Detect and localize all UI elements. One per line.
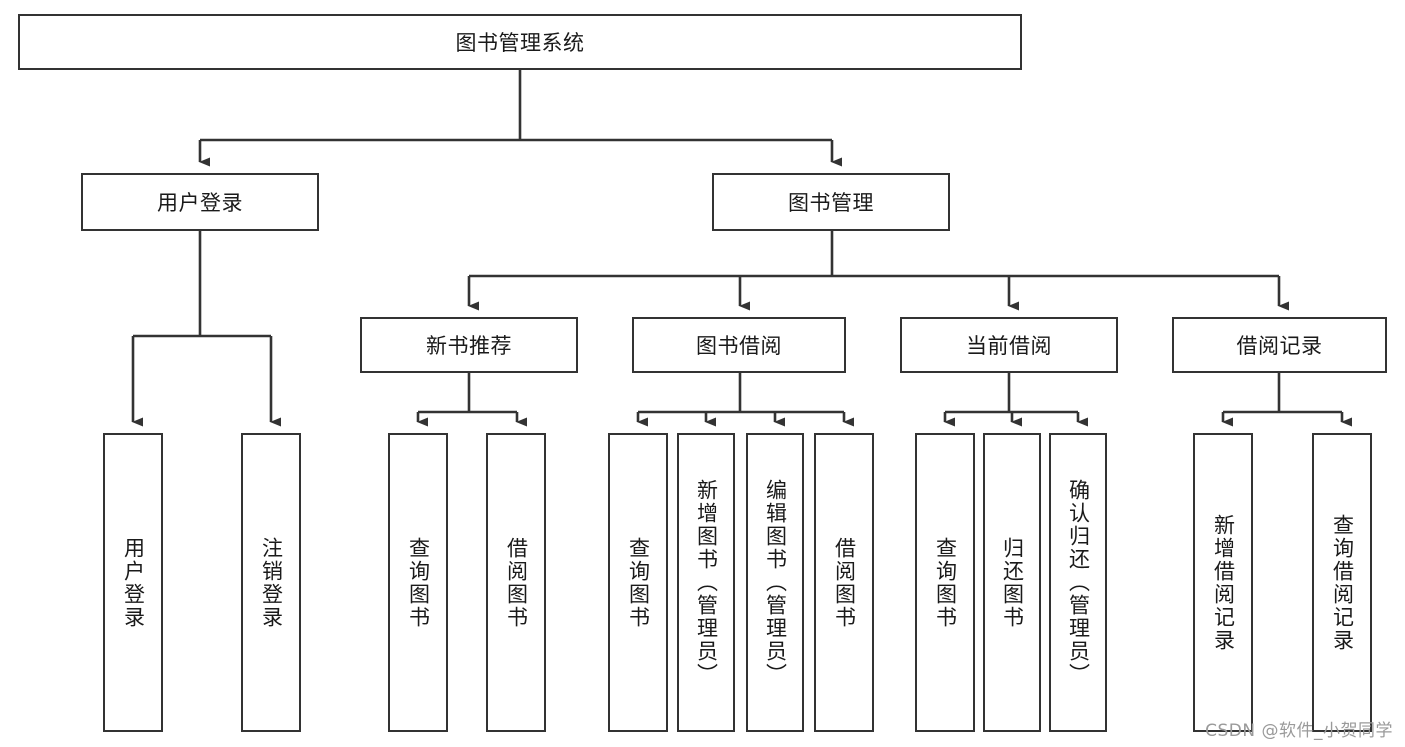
- node-current-borrow[interactable]: 当前借阅: [900, 317, 1118, 373]
- node-label: 查询图书: [933, 536, 958, 629]
- node-borrow-record[interactable]: 借阅记录: [1172, 317, 1387, 373]
- node-label: 确认归还（管理员）: [1066, 479, 1091, 686]
- node-leaf-confirm-return-admin[interactable]: 确认归还（管理员）: [1049, 433, 1107, 732]
- node-label: 归还图书: [1000, 536, 1025, 629]
- node-leaf-query-book-3[interactable]: 查询图书: [915, 433, 975, 732]
- node-leaf-edit-book-admin[interactable]: 编辑图书（管理员）: [746, 433, 804, 732]
- node-leaf-add-book-admin[interactable]: 新增图书（管理员）: [677, 433, 735, 732]
- node-leaf-return-book[interactable]: 归还图书: [983, 433, 1041, 732]
- node-label: 新增借阅记录: [1211, 513, 1236, 652]
- node-label: 新书推荐: [426, 334, 512, 358]
- node-label: 注销登录: [259, 536, 284, 629]
- node-label: 新增图书（管理员）: [694, 479, 719, 686]
- node-leaf-borrow-book-1[interactable]: 借阅图书: [486, 433, 546, 732]
- node-leaf-user-logout[interactable]: 注销登录: [241, 433, 301, 732]
- node-label: 查询借阅记录: [1330, 513, 1355, 652]
- node-label: 查询图书: [406, 536, 431, 629]
- node-label: 查询图书: [626, 536, 651, 629]
- node-label: 借阅图书: [504, 536, 529, 629]
- node-leaf-borrow-book-2[interactable]: 借阅图书: [814, 433, 874, 732]
- node-book-manage[interactable]: 图书管理: [712, 173, 950, 231]
- node-root[interactable]: 图书管理系统: [18, 14, 1022, 70]
- node-new-book-recommend[interactable]: 新书推荐: [360, 317, 578, 373]
- node-leaf-query-borrow-record[interactable]: 查询借阅记录: [1312, 433, 1372, 732]
- node-leaf-query-book-1[interactable]: 查询图书: [388, 433, 448, 732]
- node-label: 编辑图书（管理员）: [763, 479, 788, 686]
- node-book-borrow[interactable]: 图书借阅: [632, 317, 846, 373]
- node-leaf-add-borrow-record[interactable]: 新增借阅记录: [1193, 433, 1253, 732]
- node-label: 借阅图书: [832, 536, 857, 629]
- node-label: 当前借阅: [966, 334, 1052, 358]
- node-leaf-query-book-2[interactable]: 查询图书: [608, 433, 668, 732]
- node-label: 借阅记录: [1236, 334, 1323, 358]
- node-label: 用户登录: [157, 191, 243, 215]
- node-label: 用户登录: [121, 536, 146, 629]
- node-leaf-user-login[interactable]: 用户登录: [103, 433, 163, 732]
- node-label: 图书借阅: [696, 334, 782, 358]
- csdn-watermark: CSDN @软件_小贺同学: [1205, 721, 1393, 741]
- node-user-login[interactable]: 用户登录: [81, 173, 319, 231]
- node-label: 图书管理: [788, 191, 874, 215]
- node-label: 图书管理系统: [455, 31, 585, 55]
